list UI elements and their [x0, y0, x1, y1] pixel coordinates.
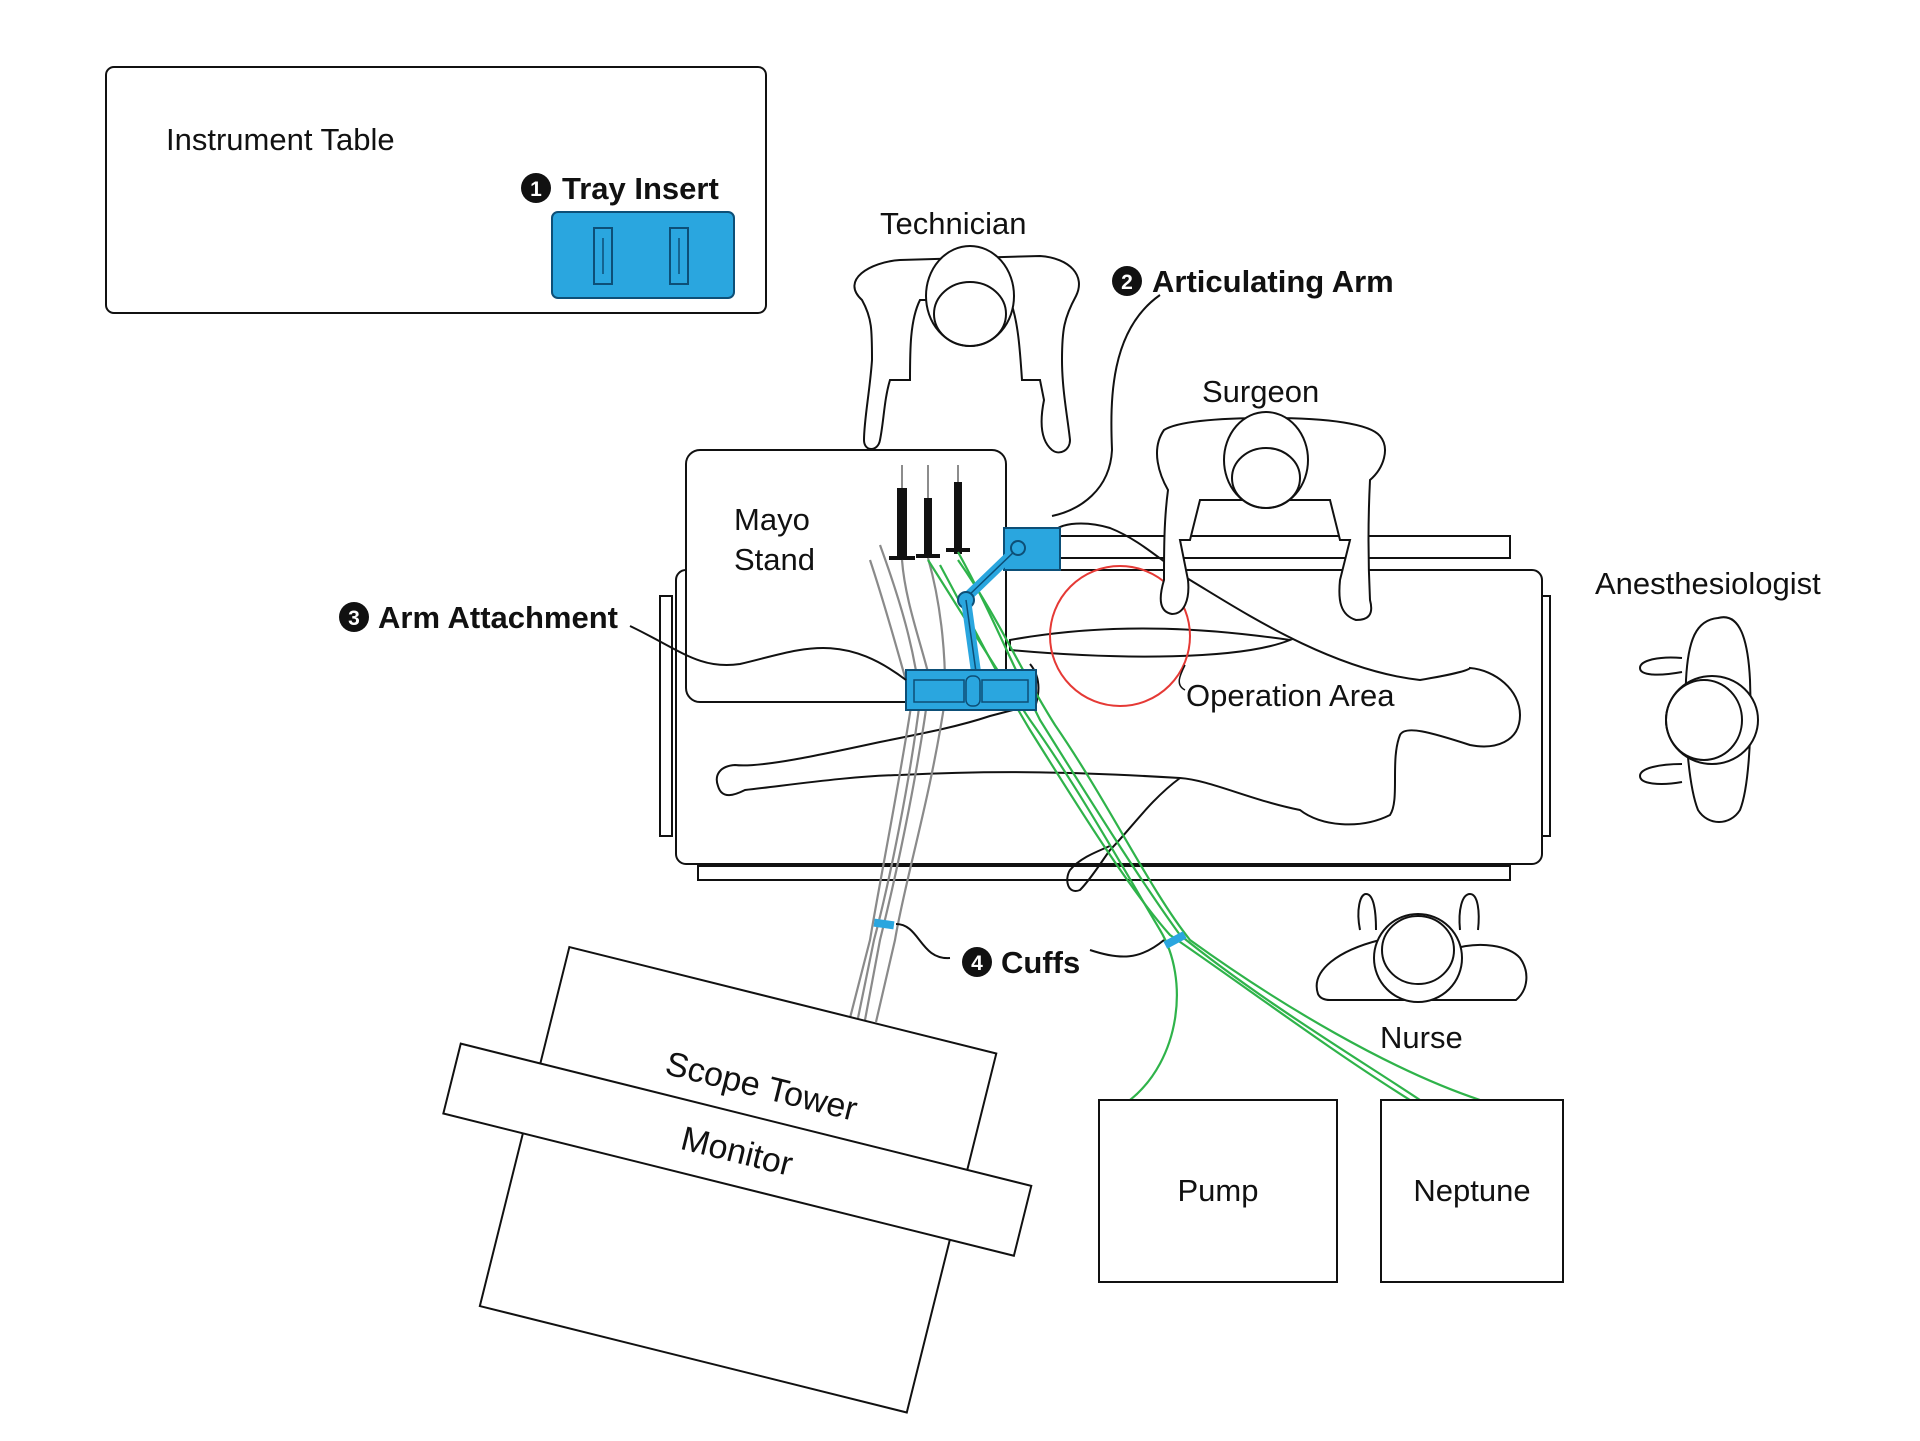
- nurse-figure: Nurse: [1315, 892, 1528, 1055]
- callout-2-text: Articulating Arm: [1152, 264, 1394, 299]
- surgeon-figure: Surgeon: [1156, 374, 1386, 622]
- instrument-table-label: Instrument Table: [166, 122, 395, 157]
- anesthesiologist-figure: Anesthesiologist: [1595, 566, 1821, 823]
- pump-unit: Pump: [1098, 1099, 1338, 1283]
- callout-2-badge: [1112, 266, 1142, 296]
- callout-4-number: 4: [971, 952, 983, 975]
- callout-2: 2 Articulating Arm: [1112, 264, 1394, 299]
- scope-tower: Scope Tower Monitor: [442, 945, 1033, 1414]
- operation-area-label: Operation Area: [1186, 678, 1395, 713]
- arm-attachment: [905, 669, 1037, 711]
- pump-label: Pump: [1178, 1173, 1259, 1208]
- neptune-unit: Neptune: [1380, 1099, 1564, 1283]
- technician-figure: Technician: [853, 206, 1080, 454]
- callout-4-badge: [962, 947, 992, 977]
- mayo-stand-label-line1: Mayo: [734, 502, 810, 537]
- callout-3-number: 3: [348, 607, 360, 630]
- callout-2-leader: [1051, 294, 1161, 517]
- technician-label: Technician: [880, 206, 1026, 241]
- callout-3-leader: [629, 625, 907, 681]
- monitor: [442, 1042, 1033, 1257]
- surgeon-label: Surgeon: [1202, 374, 1319, 409]
- patient: [715, 522, 1522, 892]
- callout-4: 4 Cuffs: [962, 945, 1080, 980]
- callout-1-text: Tray Insert: [562, 171, 719, 206]
- mayo-stand-label-line2: Stand: [734, 542, 815, 577]
- callout-3-text: Arm Attachment: [378, 600, 618, 635]
- anesthesiologist-label: Anesthesiologist: [1595, 566, 1821, 601]
- callout-1-number: 1: [530, 178, 542, 201]
- callout-4-leader-right: [1089, 939, 1165, 958]
- callout-1-badge: [521, 173, 551, 203]
- mayo-stand: Mayo Stand: [685, 449, 1007, 703]
- tray-insert: [551, 211, 735, 299]
- callout-1: 1 Tray Insert: [521, 171, 719, 206]
- callout-3: 3 Arm Attachment: [339, 600, 618, 635]
- cuff-gray-tubing: [873, 918, 895, 930]
- callout-3-badge: [339, 602, 369, 632]
- nurse-label: Nurse: [1380, 1020, 1463, 1055]
- instrument-table: Instrument Table 1 Tray Insert: [105, 66, 767, 314]
- callout-4-text: Cuffs: [1001, 945, 1080, 980]
- callout-2-number: 2: [1121, 271, 1133, 294]
- articulating-arm: [957, 527, 1061, 677]
- neptune-label: Neptune: [1413, 1173, 1530, 1208]
- operation-area: Operation Area: [1049, 565, 1395, 713]
- callout-4-leader-left: [895, 923, 951, 960]
- cuff-green-tubing: [1163, 931, 1187, 949]
- scope-instruments: [889, 465, 970, 560]
